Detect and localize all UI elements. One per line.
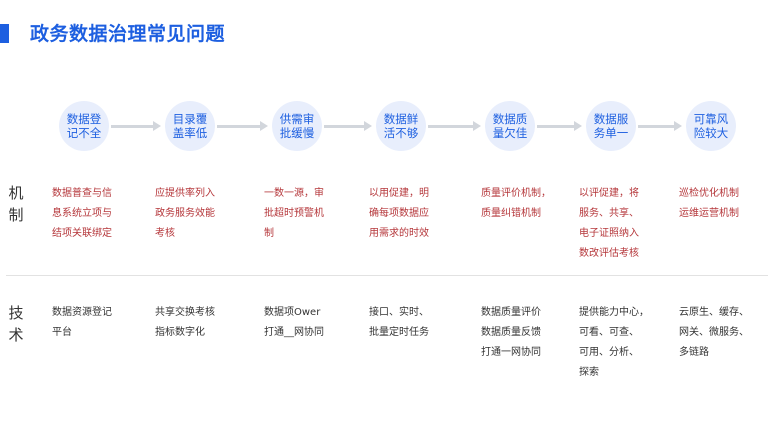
mechanism-cell-line: 应提供率列入 bbox=[155, 188, 215, 199]
flow-arrow bbox=[428, 121, 481, 131]
row-divider bbox=[6, 275, 768, 276]
problem-node: 数据质量欠佳 bbox=[485, 101, 535, 151]
technology-cell-line: 指标数字化 bbox=[155, 327, 205, 338]
mechanism-cell-line: 以用促建，明 bbox=[369, 188, 429, 199]
row-label-mechanism: 机制 bbox=[8, 184, 24, 224]
mechanism-cell: 数据普查与信息系统立项与结项关联绑定 bbox=[52, 184, 112, 244]
mechanism-cell-line: 一数一源，审 bbox=[264, 188, 324, 199]
technology-cell-line: 数据质量反馈 bbox=[481, 327, 541, 338]
problem-node: 数据登记不全 bbox=[59, 101, 109, 151]
mechanism-cell-line: 运维运营机制 bbox=[679, 208, 739, 219]
mechanism-cell-line: 数改评估考核 bbox=[579, 248, 639, 259]
mechanism-cell-line: 政务服务效能 bbox=[155, 208, 215, 219]
mechanism-cell: 巡检优化机制运维运营机制 bbox=[679, 184, 739, 224]
technology-cell: 共享交换考核指标数字化 bbox=[155, 303, 215, 343]
problem-node: 供需审批缓慢 bbox=[272, 101, 322, 151]
mechanism-cell-line: 数据普查与信 bbox=[52, 188, 112, 199]
technology-cell-line: 多链路 bbox=[679, 347, 709, 358]
mechanism-cell-line: 息系统立项与 bbox=[52, 208, 112, 219]
technology-cell: 数据质量评价数据质量反馈打通一网协同 bbox=[481, 303, 541, 363]
technology-cell-line: 数据项Ower bbox=[264, 307, 321, 318]
technology-cell-line: 可用、分析、 bbox=[579, 347, 639, 358]
technology-cell-line: 接口、实时、 bbox=[369, 307, 429, 318]
problem-node: 数据服务单一 bbox=[586, 101, 636, 151]
mechanism-cell-line: 电子证照纳入 bbox=[579, 228, 639, 239]
mechanism-cell-line: 质量评价机制， bbox=[481, 188, 551, 199]
mechanism-cell: 以评促建，将服务、共享、电子证照纳入数改评估考核 bbox=[579, 184, 639, 264]
technology-cell: 云原生、缓存、网关、微服务、多链路 bbox=[679, 303, 749, 363]
technology-cell-line: 数据资源登记 bbox=[52, 307, 112, 318]
technology-cell-line: 提供能力中心， bbox=[579, 307, 649, 318]
problem-node-label: 数据鲜活不够 bbox=[383, 112, 419, 140]
technology-cell-line: 批量定时任务 bbox=[369, 327, 429, 338]
technology-cell: 接口、实时、批量定时任务 bbox=[369, 303, 429, 343]
flow-arrow bbox=[324, 121, 372, 131]
technology-cell-line: 数据质量评价 bbox=[481, 307, 541, 318]
problem-node-label: 数据服务单一 bbox=[593, 112, 629, 140]
technology-cell-line: 探索 bbox=[579, 367, 599, 378]
problem-node-label: 可靠风险较大 bbox=[693, 112, 729, 140]
technology-cell-line: 可看、可查、 bbox=[579, 327, 639, 338]
row-label-technology: 技术 bbox=[8, 304, 24, 344]
problem-node-label: 供需审批缓慢 bbox=[279, 112, 315, 140]
mechanism-cell-line: 以评促建，将 bbox=[579, 188, 639, 199]
technology-cell-line: 打通__网协同 bbox=[264, 327, 324, 338]
mechanism-cell: 应提供率列入政务服务效能考核 bbox=[155, 184, 215, 244]
mechanism-cell-line: 服务、共享、 bbox=[579, 208, 639, 219]
mechanism-cell: 质量评价机制， 质量纠错机制 bbox=[481, 184, 551, 224]
technology-cell-line: 平台 bbox=[52, 327, 72, 338]
flow-arrow bbox=[638, 121, 682, 131]
problem-node-label: 目录覆盖率低 bbox=[172, 112, 208, 140]
mechanism-cell: 以用促建，明确每项数据应用需求的时效 bbox=[369, 184, 429, 244]
mechanism-cell-line: 结项关联绑定 bbox=[52, 228, 112, 239]
mechanism-cell-line: 质量纠错机制 bbox=[481, 208, 541, 219]
technology-cell-line: 网关、微服务、 bbox=[679, 327, 749, 338]
flow-arrow bbox=[111, 121, 161, 131]
mechanism-cell-line: 制 bbox=[264, 228, 274, 239]
mechanism-cell-line: 考核 bbox=[155, 228, 175, 239]
title-accent-bar bbox=[0, 24, 9, 43]
problem-node: 可靠风险较大 bbox=[686, 101, 736, 151]
problem-node: 数据鲜活不够 bbox=[376, 101, 426, 151]
mechanism-cell-line: 确每项数据应 bbox=[369, 208, 429, 219]
flow-arrow bbox=[217, 121, 268, 131]
problem-flow: 数据登记不全 目录覆盖率低 供需审批缓慢 数据鲜活不够 数据质量欠佳 数据服务单一 可靠风险… bbox=[0, 0, 780, 170]
problem-node-label: 数据登记不全 bbox=[66, 112, 102, 140]
mechanism-cell-line: 批超时预警机 bbox=[264, 208, 324, 219]
page-title: 政务数据治理常见问题 bbox=[30, 23, 226, 45]
problem-node: 目录覆盖率低 bbox=[165, 101, 215, 151]
mechanism-cell: 一数一源，审批超时预警机制 bbox=[264, 184, 324, 244]
technology-cell-line: 打通一网协同 bbox=[481, 347, 541, 358]
technology-cell-line: 共享交换考核 bbox=[155, 307, 215, 318]
problem-node-label: 数据质量欠佳 bbox=[492, 112, 528, 140]
mechanism-cell-line: 巡检优化机制 bbox=[679, 188, 739, 199]
technology-cell: 数据项Ower 打通__网协同 bbox=[264, 303, 324, 343]
mechanism-cell-line: 用需求的时效 bbox=[369, 228, 429, 239]
technology-cell: 提供能力中心， 可看、可查、可用、分析、探索 bbox=[579, 303, 649, 383]
flow-arrow bbox=[537, 121, 582, 131]
technology-cell: 数据资源登记平台 bbox=[52, 303, 112, 343]
technology-cell-line: 云原生、缓存、 bbox=[679, 307, 749, 318]
